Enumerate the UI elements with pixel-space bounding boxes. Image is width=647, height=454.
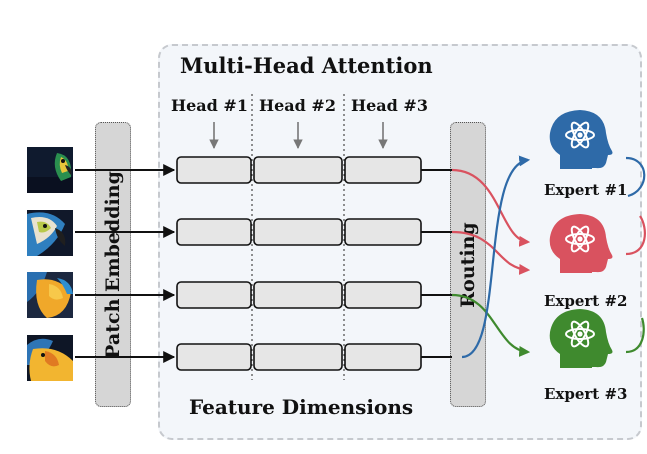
head-label-3: Head #3	[351, 96, 428, 115]
image-patch-4	[27, 335, 73, 381]
panel-title: Multi-Head Attention	[180, 53, 433, 78]
routing-block: Routing	[450, 122, 486, 407]
head-label-1: Head #1	[171, 96, 248, 115]
expert-label-3: Expert #3	[544, 385, 628, 403]
feature-dimensions-label: Feature Dimensions	[189, 395, 414, 419]
patch-embedding-label: Patch Embedding	[102, 170, 124, 359]
routing-label: Routing	[457, 221, 479, 308]
image-patch-2	[27, 210, 73, 256]
head-label-2: Head #2	[259, 96, 336, 115]
expert-label-2: Expert #2	[544, 292, 628, 310]
image-patch-3	[27, 272, 73, 318]
patch-embedding-block: Patch Embedding	[95, 122, 131, 407]
image-patch-1	[27, 147, 73, 193]
expert-label-1: Expert #1	[544, 181, 628, 199]
